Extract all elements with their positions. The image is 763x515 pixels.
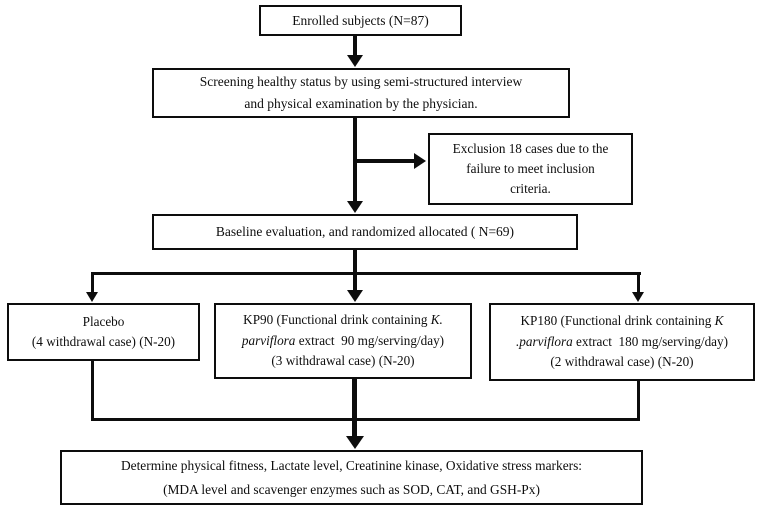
node-placebo-arm: Placebo (4 withdrawal case) (N-20) (7, 303, 200, 361)
node-text: .parviflora extract 180 mg/serving/day) (512, 332, 732, 352)
node-text: Determine physical fitness, Lactate leve… (120, 458, 583, 474)
arrow-right-icon (414, 153, 426, 169)
node-text-segment-italic: .parviflora (515, 333, 573, 349)
arrow-down-icon (347, 290, 363, 302)
node-text: and physical examination by the physicia… (244, 96, 478, 111)
node-kp180-arm: KP180 (Functional drink containing K .pa… (489, 303, 755, 381)
arrow-down-icon (632, 292, 644, 302)
node-text: parviflora extract 90 mg/serving/day) (238, 331, 448, 351)
node-text: failure to meet inclusion (466, 161, 595, 177)
node-baseline-randomized: Baseline evaluation, and randomized allo… (152, 214, 578, 250)
connector-drop-kp180 (637, 272, 640, 293)
node-enrolled-subjects: Enrolled subjects (N=87) (259, 5, 462, 36)
node-text: (MDA level and scavenger enzymes such as… (163, 481, 540, 497)
node-text: KP90 (Functional drink containing K. (239, 310, 447, 330)
connector-exclusion-branch (355, 159, 415, 163)
node-text-segment: extract 90 mg/serving/day) (295, 332, 445, 348)
connector-baseline-stem (353, 250, 357, 274)
node-text-segment-italic: K (714, 313, 724, 329)
node-text: (2 withdrawal case) (N-20) (550, 354, 694, 370)
node-text: Exclusion 18 cases due to the (452, 141, 609, 157)
node-text-segment: KP180 (Functional drink containing (520, 313, 715, 329)
connector-merge-horizontal (91, 418, 640, 421)
node-text-segment-italic: K. (430, 312, 443, 328)
connector-split-horizontal (91, 272, 641, 275)
node-kp90-arm: KP90 (Functional drink containing K. par… (214, 303, 472, 379)
node-text-segment: KP90 (Functional drink containing (243, 312, 431, 328)
node-text: (3 withdrawal case) (N-20) (271, 353, 415, 369)
arrow-down-icon (347, 201, 363, 213)
connector-drop-kp90 (353, 272, 357, 292)
node-exclusion: Exclusion 18 cases due to the failure to… (428, 133, 633, 205)
node-text: Enrolled subjects (N=87) (292, 12, 429, 28)
connector-enrolled-screening (353, 35, 357, 58)
connector-drop-placebo (91, 272, 94, 293)
node-text: Screening healthy status by using semi-s… (199, 74, 523, 90)
connector-placebo-merge (91, 361, 94, 420)
connector-kp90-outcome (352, 379, 357, 437)
node-text: KP180 (Functional drink containing K (517, 311, 728, 331)
connector-kp180-merge (637, 381, 640, 420)
arrow-down-icon (86, 292, 98, 302)
node-text: Placebo (82, 313, 125, 329)
arrow-down-icon (345, 436, 364, 449)
arrow-down-icon (347, 55, 363, 67)
node-text: Baseline evaluation, and randomized allo… (215, 224, 515, 240)
node-text-segment-italic: parviflora (241, 332, 296, 348)
node-text: criteria. (510, 180, 551, 196)
node-outcome-measures: Determine physical fitness, Lactate leve… (60, 450, 643, 505)
node-text: (4 withdrawal case) (N-20) (31, 334, 176, 349)
node-text-segment: extract 180 mg/serving/day) (572, 333, 729, 349)
node-screening: Screening healthy status by using semi-s… (152, 68, 570, 118)
